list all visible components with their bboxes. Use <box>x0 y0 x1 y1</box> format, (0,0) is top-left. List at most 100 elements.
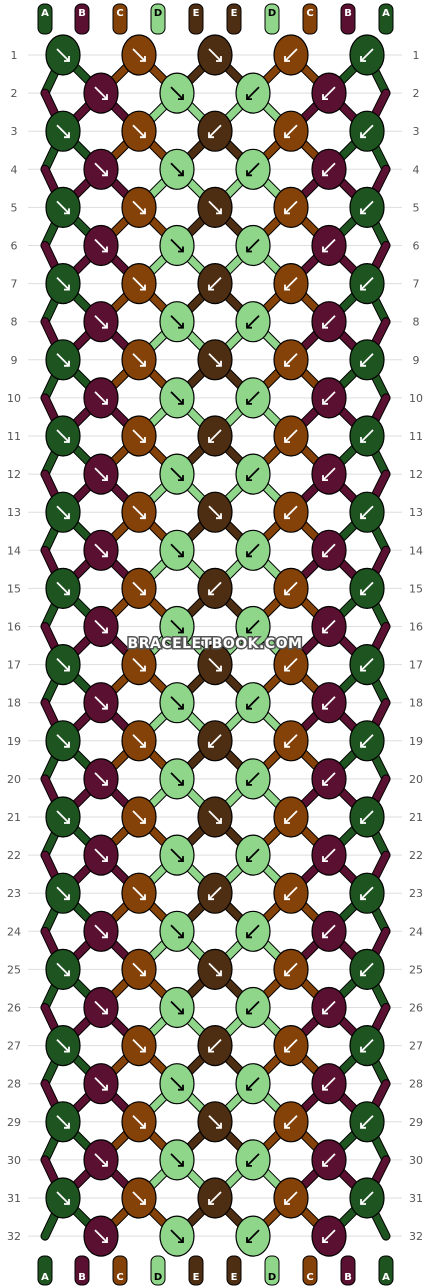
strand-end <box>226 3 242 35</box>
knot <box>235 1139 271 1181</box>
strand-label: A <box>382 8 390 19</box>
row-number: 3 <box>11 125 18 138</box>
row-number: 2 <box>11 87 18 100</box>
knot-arrowhead-icon <box>102 703 108 710</box>
knot <box>45 567 81 610</box>
knot-arrow-icon <box>322 467 336 481</box>
knot-arrow-icon <box>170 467 184 481</box>
knot-arrowhead-icon <box>284 894 290 901</box>
knot-arrow-icon <box>170 162 184 176</box>
knot-arrowhead-icon <box>178 1160 184 1167</box>
knot-arrow-icon <box>284 200 298 215</box>
knot-arrow-icon <box>208 429 222 443</box>
knot-arrowhead-icon <box>360 437 366 443</box>
knot <box>311 453 347 495</box>
knot <box>311 1063 347 1105</box>
knot-arrowhead-icon <box>246 627 252 634</box>
knot-arrowhead-icon <box>64 513 70 520</box>
knot-arrow-icon <box>246 162 260 176</box>
knot <box>349 415 385 457</box>
knot-arrowhead-icon <box>140 1199 146 1205</box>
knot-arrow-icon <box>132 353 146 367</box>
row-number: 10 <box>7 392 21 405</box>
knot-arrowhead-icon <box>284 589 290 596</box>
row-number: 7 <box>413 278 420 291</box>
knot-arrowhead-icon <box>102 170 108 177</box>
knot <box>311 72 347 114</box>
knot <box>83 1063 119 1105</box>
knot <box>121 491 157 533</box>
knot-arrowhead-icon <box>178 703 184 710</box>
knot-arrow-icon <box>246 1077 260 1091</box>
knot-arrowhead-icon <box>102 1237 108 1243</box>
knot-arrow-icon <box>94 1000 108 1015</box>
knot-arrowhead-icon <box>140 437 146 443</box>
knot <box>159 72 195 114</box>
knot <box>311 682 347 724</box>
knot-arrow-icon <box>94 696 108 710</box>
knot-arrow-icon <box>360 353 374 367</box>
strand-label: E <box>231 1272 238 1283</box>
knot <box>45 110 81 152</box>
knot <box>197 643 233 686</box>
knot <box>349 796 385 838</box>
row-number: 20 <box>409 773 423 786</box>
knot-arrowhead-icon <box>64 589 70 596</box>
knot-arrowhead-icon <box>360 665 366 672</box>
knot <box>197 948 233 991</box>
knot <box>311 1215 347 1257</box>
knot <box>197 1101 233 1143</box>
row-number: 21 <box>409 811 423 824</box>
knot-arrow-icon <box>132 962 146 977</box>
knot <box>121 263 157 305</box>
row-number: 13 <box>409 506 423 519</box>
knot-arrowhead-icon <box>360 589 366 596</box>
strand-end <box>226 1255 242 1286</box>
knot-arrowhead-icon <box>322 703 328 710</box>
knot-arrowhead-icon <box>140 208 146 215</box>
knot <box>159 834 195 876</box>
knot-arrowhead-icon <box>64 284 70 291</box>
knot-arrow-icon <box>322 848 336 862</box>
knot <box>235 72 271 114</box>
strand-label: D <box>268 1272 276 1283</box>
knot <box>273 186 309 228</box>
knot-arrow-icon <box>132 124 146 138</box>
knot-arrowhead-icon <box>140 1122 146 1129</box>
knot-arrow-icon <box>208 657 222 672</box>
row-number: 23 <box>7 887 21 900</box>
knot <box>45 720 81 762</box>
knot-arrow-icon <box>170 619 184 634</box>
knot <box>159 682 195 724</box>
knot-arrowhead-icon <box>322 551 328 558</box>
knot-arrowhead-icon <box>178 1237 184 1243</box>
knot-arrow-icon <box>208 48 222 62</box>
knot-arrow-icon <box>246 1229 260 1243</box>
knot-arrow-icon <box>360 734 374 748</box>
knot <box>83 1139 119 1181</box>
knot-arrow-icon <box>56 657 70 672</box>
knot-arrow-icon <box>246 772 260 786</box>
knot <box>83 301 119 343</box>
knot <box>121 567 157 610</box>
knot-arrow-icon <box>360 429 374 443</box>
knot-arrow-icon <box>322 162 336 176</box>
knot-arrow-icon <box>56 1191 70 1205</box>
knot-arrowhead-icon <box>246 246 252 253</box>
knot <box>121 796 157 838</box>
knot-arrow-icon <box>208 1038 222 1053</box>
knot-arrow-icon <box>246 1153 260 1167</box>
row-number: 26 <box>409 1002 423 1015</box>
knot-arrowhead-icon <box>64 437 70 443</box>
knot <box>121 872 157 914</box>
strand-end <box>264 1255 280 1286</box>
knot-arrow-icon <box>322 1077 336 1091</box>
knot-arrow-icon <box>56 124 70 138</box>
row-number: 17 <box>7 659 21 672</box>
knot <box>235 834 271 876</box>
knot-arrowhead-icon <box>140 894 146 901</box>
knot <box>83 377 119 419</box>
row-number: 31 <box>409 1192 423 1205</box>
knot-arrowhead-icon <box>322 1084 328 1091</box>
strand-label: A <box>41 8 49 19</box>
